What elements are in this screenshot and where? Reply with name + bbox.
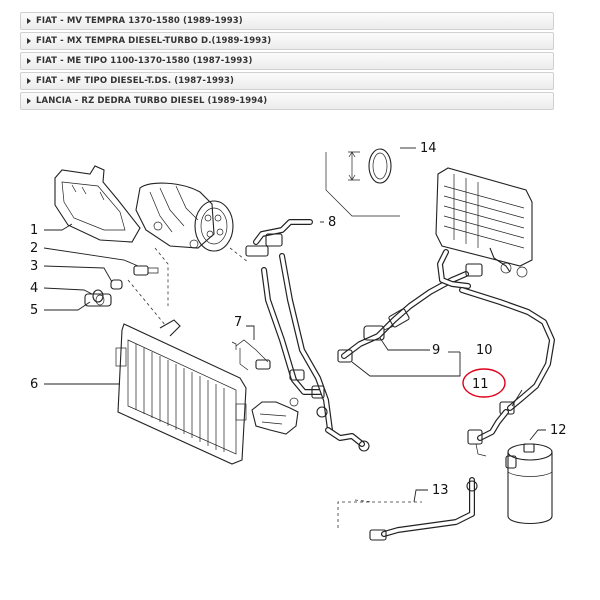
callout-3[interactable]: 3 [30, 259, 38, 274]
parts-diagram: 1 2 3 4 5 6 7 8 9 10 11 12 13 14 [0, 130, 600, 600]
model-item-label: FIAT - MX TEMPRA DIESEL-TURBO D.(1989-19… [36, 36, 272, 46]
model-item-label: FIAT - ME TIPO 1100-1370-1580 (1987-1993… [36, 56, 253, 66]
callout-4[interactable]: 4 [30, 281, 38, 296]
callout-14[interactable]: 14 [420, 141, 437, 156]
caret-right-icon [27, 58, 31, 64]
part-evaporator[interactable] [435, 167, 533, 289]
part-receiver-drier[interactable] [505, 443, 553, 525]
model-item-mf-tipo-diesel[interactable]: FIAT - MF TIPO DIESEL-T.DS. (1987-1993) [20, 72, 554, 90]
part-bolt[interactable] [133, 265, 159, 276]
callout-1[interactable]: 1 [30, 223, 38, 238]
model-item-me-tipo[interactable]: FIAT - ME TIPO 1100-1370-1580 (1987-1993… [20, 52, 554, 70]
part-washer[interactable] [92, 289, 104, 303]
part-nut[interactable] [84, 293, 112, 307]
part-condenser[interactable] [115, 319, 247, 465]
part-liquid-pipe[interactable] [369, 477, 478, 541]
part-bracket-cover[interactable] [54, 165, 141, 243]
callout-5[interactable]: 5 [30, 303, 38, 318]
part-pressure-switch[interactable] [231, 339, 271, 371]
model-accordion: FIAT - MV TEMPRA 1370-1580 (1989-1993) F… [20, 12, 554, 112]
callout-9[interactable]: 9 [432, 343, 440, 358]
callout-13[interactable]: 13 [432, 483, 449, 498]
caret-right-icon [27, 38, 31, 44]
model-item-rz-dedra[interactable]: LANCIA - RZ DEDRA TURBO DIESEL (1989-199… [20, 92, 554, 110]
model-item-mv-tempra[interactable]: FIAT - MV TEMPRA 1370-1580 (1989-1993) [20, 12, 554, 30]
caret-right-icon [27, 98, 31, 104]
part-bushing[interactable] [110, 279, 123, 290]
part-suction-line[interactable] [245, 219, 333, 433]
callout-8[interactable]: 8 [328, 215, 336, 230]
caret-right-icon [27, 18, 31, 24]
callout-6[interactable]: 6 [30, 377, 38, 392]
part-compressor[interactable] [135, 182, 234, 252]
part-discharge-line[interactable] [325, 427, 370, 452]
model-item-label: FIAT - MV TEMPRA 1370-1580 (1989-1993) [36, 16, 243, 26]
part-mounting-bracket[interactable] [251, 397, 299, 435]
model-item-label: LANCIA - RZ DEDRA TURBO DIESEL (1989-199… [36, 96, 268, 106]
exploded-view-drawing: 1 2 3 4 5 6 7 8 9 10 11 12 13 14 [30, 141, 567, 541]
part-liquid-line[interactable] [337, 271, 469, 363]
callout-11[interactable]: 11 [472, 377, 489, 392]
model-item-mx-tempra-diesel[interactable]: FIAT - MX TEMPRA DIESEL-TURBO D.(1989-19… [20, 32, 554, 50]
model-item-label: FIAT - MF TIPO DIESEL-T.DS. (1987-1993) [36, 76, 234, 86]
part-flexible-hose[interactable] [459, 287, 555, 457]
caret-right-icon [27, 78, 31, 84]
highlight-ring [462, 368, 506, 398]
callout-7[interactable]: 7 [234, 315, 242, 330]
callout-10[interactable]: 10 [476, 343, 493, 358]
callout-12[interactable]: 12 [550, 423, 567, 438]
callout-2[interactable]: 2 [30, 241, 38, 256]
part-o-ring[interactable] [325, 148, 400, 217]
